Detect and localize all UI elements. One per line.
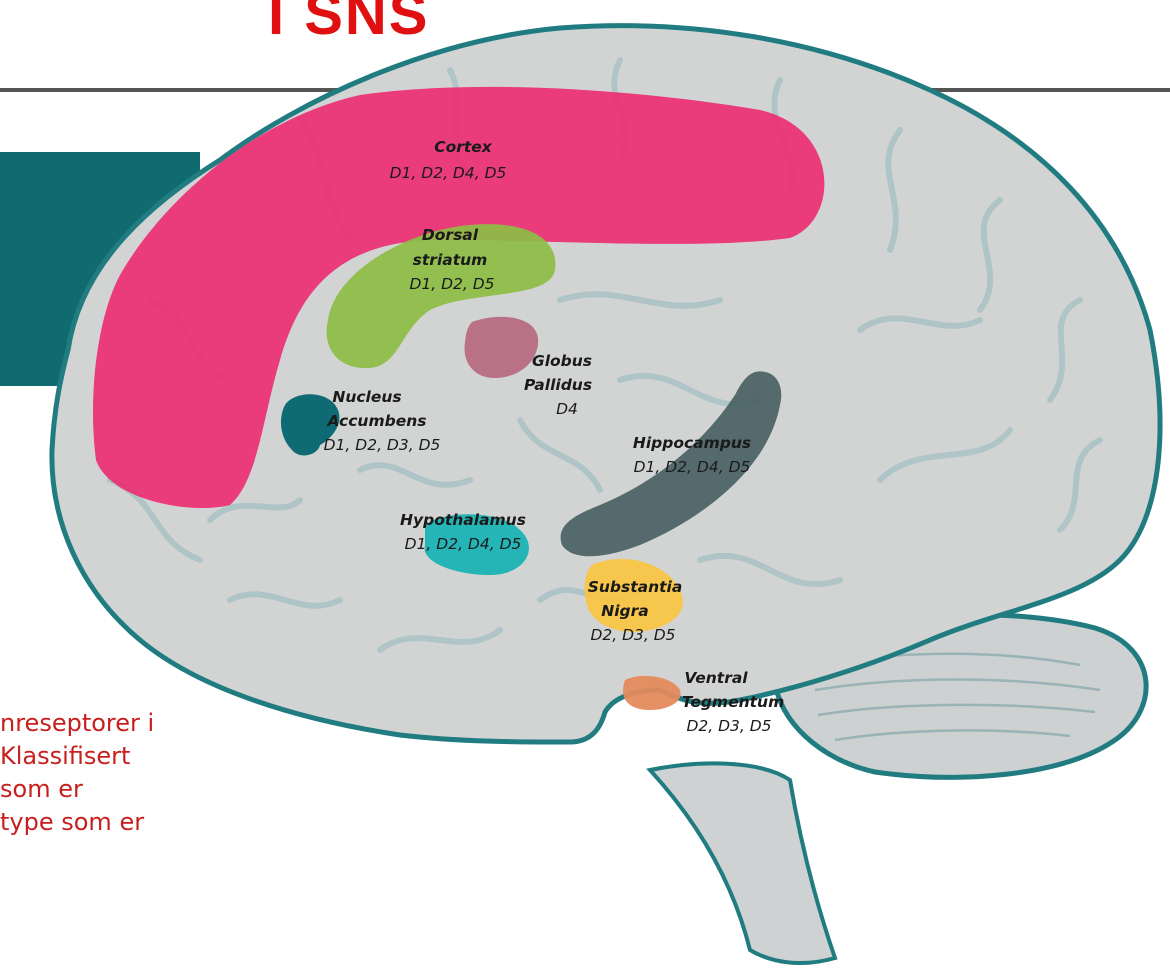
substantia-nigra-name-line2: Nigra [601, 602, 648, 620]
brain-stem [650, 763, 835, 963]
ventral-tegmentum-receptors: D2, D3, D5 [686, 717, 771, 735]
dorsal-striatum-name-line2: striatum [413, 251, 488, 269]
nucleus-accumbens-name-line1: Nucleus [332, 388, 401, 406]
ventral-tegmentum-name-line2: Tegmentum [682, 693, 784, 711]
substantia-nigra-name-line1: Substantia [588, 578, 683, 596]
cortex-name: Cortex [434, 138, 493, 156]
hypothalamus-receptors: D1, D2, D4, D5 [405, 535, 522, 553]
substantia-nigra-receptors: D2, D3, D5 [590, 626, 675, 644]
nucleus-accumbens-receptors: D1, D2, D3, D5 [324, 436, 441, 454]
cortex-receptors: D1, D2, D4, D5 [390, 164, 507, 182]
hypothalamus-name: Hypothalamus [400, 511, 526, 529]
ventral-tegmentum-name-line1: Ventral [684, 669, 748, 687]
nucleus-accumbens-name-line2: Accumbens [327, 412, 427, 430]
globus-pallidus-receptors: D4 [556, 400, 578, 418]
hippocampus-name: Hippocampus [633, 434, 751, 452]
dorsal-striatum-receptors: D1, D2, D5 [409, 275, 494, 293]
globus-pallidus-name-line2: Pallidus [524, 376, 592, 394]
hippocampus-receptors: D1, D2, D4, D5 [634, 458, 751, 476]
globus-pallidus-name-line1: Globus [532, 352, 592, 370]
dorsal-striatum-name-line1: Dorsal [422, 226, 479, 244]
